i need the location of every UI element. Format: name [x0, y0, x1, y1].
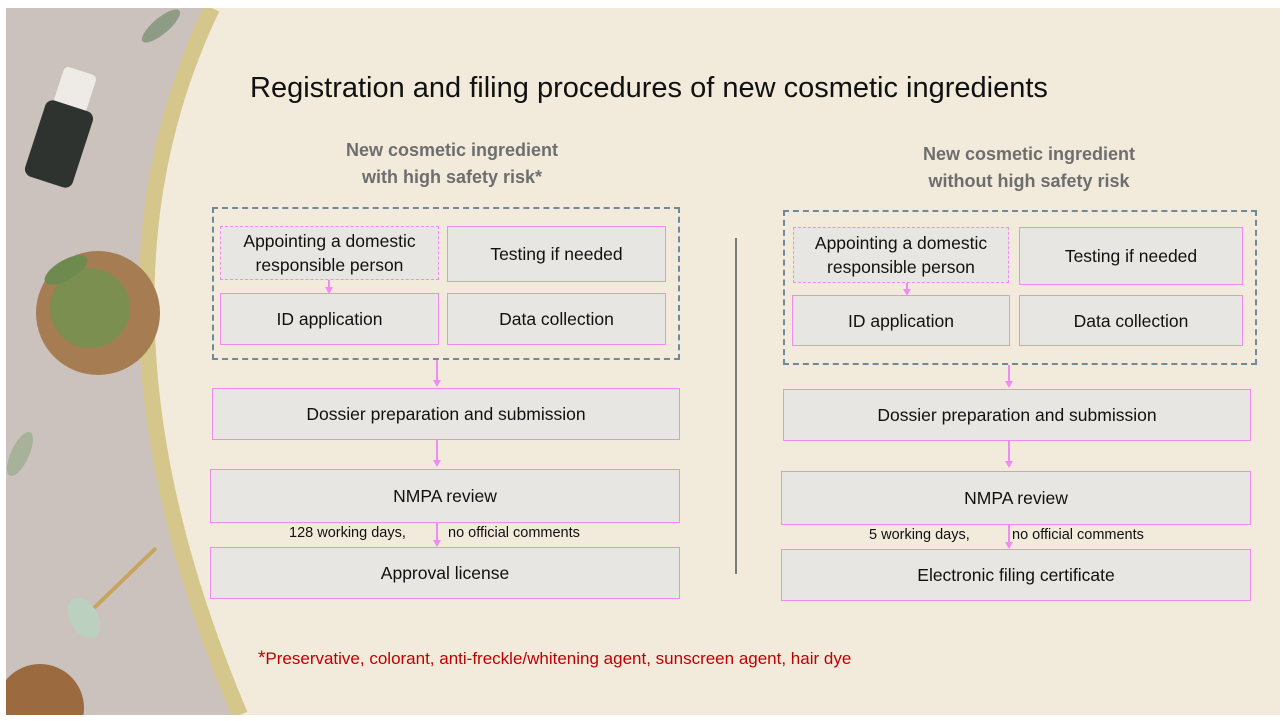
herb-bowl-icon — [6, 664, 84, 715]
left-arrowhead — [433, 380, 441, 387]
right-connector-line — [906, 283, 908, 291]
right-testing-label: Testing if needed — [1064, 246, 1198, 266]
left-prerequisites-group — [212, 207, 680, 360]
right-arrow-line — [1008, 441, 1010, 463]
decorative-photo-panel — [6, 8, 248, 715]
right-result-box: Electronic filing certificate — [781, 549, 1251, 601]
right-result-label: Electronic filing certificate — [917, 565, 1115, 585]
left-review-box: NMPA review — [210, 469, 680, 523]
column-divider — [735, 238, 737, 574]
right-prerequisites-group — [783, 210, 1257, 365]
left-result-box: Approval license — [210, 547, 680, 599]
right-id-application-box: ID application — [792, 295, 1010, 346]
left-heading-line1: New cosmetic ingredient — [345, 140, 559, 160]
right-column-heading: New cosmetic ingredient without high saf… — [879, 141, 1179, 195]
left-dossier-label: Dossier preparation and submission — [306, 404, 586, 424]
slide-title: Registration and filing procedures of ne… — [250, 72, 1048, 104]
right-dossier-box: Dossier preparation and submission — [783, 389, 1251, 441]
left-appointing-line1: Appointing a domestic — [243, 231, 416, 251]
left-arrow-line — [436, 440, 438, 462]
left-review-label: NMPA review — [393, 486, 497, 506]
bottle-cap-icon — [53, 67, 97, 113]
right-arrow-line — [1008, 365, 1010, 383]
right-data-collection-box: Data collection — [1019, 295, 1243, 346]
left-arrow-line — [436, 360, 438, 382]
right-appointing-line1: Appointing a domestic — [814, 233, 988, 253]
left-column-heading: New cosmetic ingredient with high safety… — [302, 137, 602, 191]
jade-roller-handle — [92, 546, 158, 610]
right-arrow-line — [1008, 525, 1010, 544]
left-result-label: Approval license — [380, 563, 510, 583]
right-id-application-label: ID application — [847, 310, 955, 331]
left-data-collection-box: Data collection — [447, 293, 666, 345]
left-appointing-box: Appointing a domestic responsible person — [220, 226, 439, 280]
left-data-collection-label: Data collection — [499, 309, 614, 329]
right-arrowhead — [1005, 542, 1013, 549]
left-connector-arrowhead — [325, 287, 333, 294]
footnote-text: Preservative, colorant, anti-freckle/whi… — [265, 649, 852, 668]
right-review-label: NMPA review — [964, 488, 1068, 508]
right-arrowhead — [1005, 381, 1013, 388]
left-connector-line — [328, 280, 330, 289]
left-dossier-box: Dossier preparation and submission — [212, 388, 680, 440]
left-testing-label: Testing if needed — [490, 244, 623, 264]
leaf-icon — [6, 431, 34, 477]
left-appointing-line2: responsible person — [255, 255, 404, 275]
footnote-star: * — [258, 648, 266, 669]
left-arrow-line — [436, 523, 438, 542]
left-id-application-label: ID application — [276, 309, 383, 329]
footnote: *Preservative, colorant, anti-freckle/wh… — [258, 648, 851, 670]
jade-roller-icon — [67, 597, 101, 639]
left-heading-line2: with high safety risk* — [361, 167, 543, 187]
left-id-application-box: ID application — [220, 293, 439, 345]
right-appointing-box: Appointing a domestic responsible person — [793, 227, 1009, 283]
right-timing-days: 5 working days, — [869, 527, 970, 543]
leaf-icon — [44, 255, 88, 285]
bottle-icon — [24, 100, 94, 188]
right-review-box: NMPA review — [781, 471, 1251, 525]
right-connector-arrowhead — [903, 289, 911, 296]
slide: Registration and filing procedures of ne… — [6, 8, 1280, 715]
right-heading-line1: New cosmetic ingredient — [922, 144, 1136, 164]
left-arrowhead — [433, 540, 441, 547]
right-data-collection-label: Data collection — [1073, 310, 1189, 331]
left-testing-box: Testing if needed — [447, 226, 666, 282]
right-heading-line2: without high safety risk — [928, 171, 1130, 191]
left-arrowhead — [433, 460, 441, 467]
left-timing-days: 128 working days, — [289, 525, 406, 541]
right-timing-comments: no official comments — [1012, 527, 1144, 543]
leaf-icon — [141, 9, 181, 43]
right-dossier-label: Dossier preparation and submission — [877, 405, 1157, 425]
left-timing-comments: no official comments — [448, 525, 580, 541]
plant-icon — [50, 268, 130, 348]
right-arrowhead — [1005, 461, 1013, 468]
right-appointing-line2: responsible person — [827, 257, 975, 277]
right-testing-box: Testing if needed — [1019, 227, 1243, 285]
